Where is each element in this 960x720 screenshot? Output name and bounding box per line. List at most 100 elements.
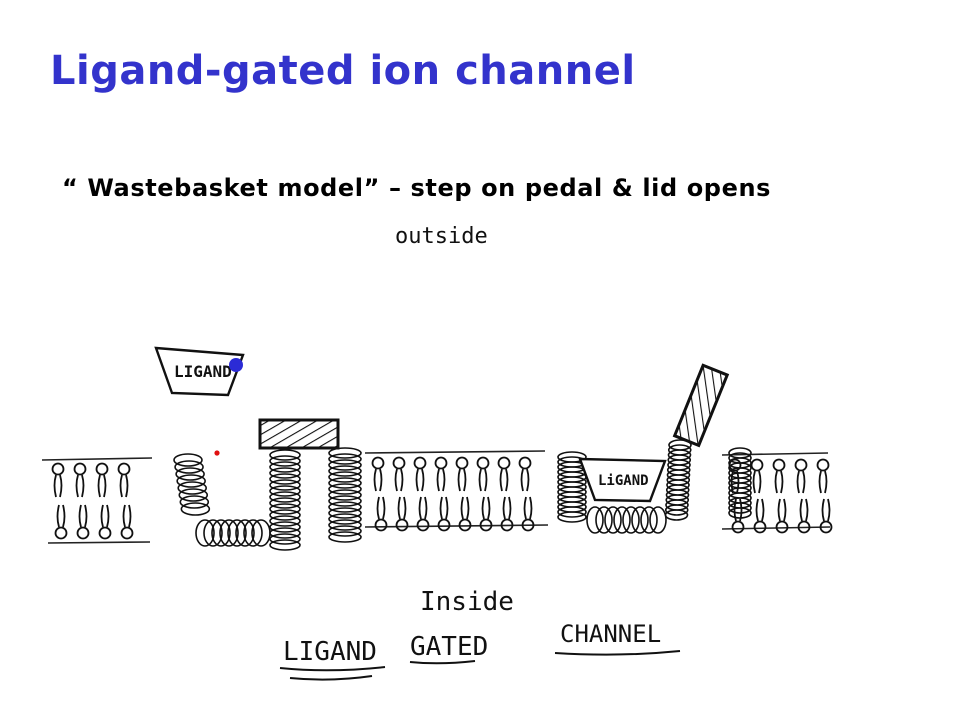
lipid-molecule	[819, 498, 833, 534]
outside-label: outside	[395, 224, 488, 249]
helix-loop	[328, 447, 362, 459]
open-lid	[672, 363, 730, 448]
helix-loop	[177, 481, 207, 495]
helix-loop	[328, 525, 362, 537]
helix-loop	[174, 460, 204, 474]
helix-loop	[219, 519, 239, 547]
phospholipid-bilayer	[51, 456, 833, 540]
lipid-molecule	[434, 456, 448, 492]
helix-loop	[269, 479, 301, 491]
lipid-molecule	[816, 458, 830, 494]
helix-loop	[173, 453, 203, 467]
helix-loop	[243, 519, 263, 547]
helix-loop	[269, 485, 301, 497]
lipid-molecule	[73, 462, 87, 498]
helix-loop	[178, 488, 209, 502]
helix-loop	[622, 506, 640, 534]
helix-loop	[269, 515, 301, 527]
helix-loop	[664, 504, 689, 516]
lipid-molecule	[479, 496, 493, 532]
helix-loop	[269, 497, 301, 509]
lipid-molecule	[518, 456, 532, 492]
helix-loop	[728, 507, 752, 519]
lipid-molecule	[797, 498, 811, 534]
sketch-caption: LIGAND GATED CHANNEL	[279, 620, 681, 681]
slide-subtitle: “ Wastebasket model” – step on pedal & l…	[62, 174, 772, 202]
lipid-molecule	[98, 504, 112, 540]
caption-word-channel: CHANNEL	[560, 620, 661, 648]
lipid-molecule	[51, 462, 65, 498]
lipid-molecule	[371, 456, 385, 492]
lipid-molecule	[753, 498, 767, 534]
free-ligand-label: LIGAND	[174, 362, 232, 381]
caption-word-gated: GATED	[410, 632, 488, 662]
helix-loop	[195, 519, 215, 547]
lipid-molecule	[750, 458, 764, 494]
lipid-molecule	[455, 456, 469, 492]
helix-loop	[328, 531, 362, 543]
caption-word-ligand: LIGAND	[283, 637, 377, 667]
helix-loop	[269, 527, 301, 539]
inside-label: Inside	[420, 587, 514, 617]
channel-protein-coils	[173, 439, 752, 551]
helix-loop	[180, 502, 211, 516]
helix-loop	[328, 519, 362, 531]
closed-lid	[258, 418, 340, 450]
helix-loop	[269, 503, 301, 515]
helix-loop	[640, 506, 658, 534]
helix-loop	[328, 471, 362, 483]
lipid-molecule	[521, 496, 535, 532]
helix-loop	[269, 491, 301, 503]
free-ligand: LIGAND	[154, 346, 245, 397]
helix-loop	[328, 513, 362, 525]
helix-loop	[269, 539, 301, 551]
lipid-molecule	[54, 504, 68, 540]
lipid-molecule	[95, 462, 109, 498]
helix-loop	[176, 474, 206, 488]
helix-loop	[649, 506, 667, 534]
helix-loop	[269, 461, 301, 473]
bound-ligand-label: LiGAND	[598, 473, 649, 489]
lipid-molecule	[458, 496, 472, 532]
lipid-molecule	[500, 496, 514, 532]
helix-loop	[328, 483, 362, 495]
helix-loop	[328, 453, 362, 465]
helix-loop	[728, 502, 752, 514]
lipid-molecule	[772, 458, 786, 494]
helix-loop	[203, 519, 223, 547]
helix-loop	[631, 506, 649, 534]
bound-ligand: LiGAND	[578, 457, 667, 503]
helix-loop	[269, 455, 301, 467]
lipid-molecule	[437, 496, 451, 532]
lipid-molecule	[395, 496, 409, 532]
helix-loop	[269, 533, 301, 545]
lipid-molecule	[117, 462, 131, 498]
lipid-molecule	[120, 504, 134, 540]
helix-loop	[328, 489, 362, 501]
helix-loop	[328, 495, 362, 507]
lipid-molecule	[374, 496, 388, 532]
lipid-molecule	[416, 496, 430, 532]
helix-loop	[269, 521, 301, 533]
lipid-molecule	[731, 498, 745, 534]
helix-loop	[664, 509, 689, 521]
lipid-molecule	[413, 456, 427, 492]
lipid-molecule	[775, 498, 789, 534]
lipid-molecule	[76, 504, 90, 540]
helix-loop	[269, 449, 301, 461]
helix-loop	[269, 473, 301, 485]
ligand-binding-dot	[229, 358, 243, 372]
helix-loop	[595, 506, 613, 534]
helix-loop	[328, 507, 362, 519]
helix-loop	[227, 519, 247, 547]
helix-loop	[613, 506, 631, 534]
channel-sketch: outside LIGAND LiGAND Inside LIGAND GATE…	[0, 215, 960, 720]
helix-loop	[604, 506, 622, 534]
lipid-molecule	[392, 456, 406, 492]
helix-loop	[175, 467, 205, 481]
helix-loop	[328, 501, 362, 513]
helix-loop	[586, 506, 604, 534]
helix-loop	[269, 467, 301, 479]
helix-loop	[328, 465, 362, 477]
helix-loop	[179, 495, 210, 509]
